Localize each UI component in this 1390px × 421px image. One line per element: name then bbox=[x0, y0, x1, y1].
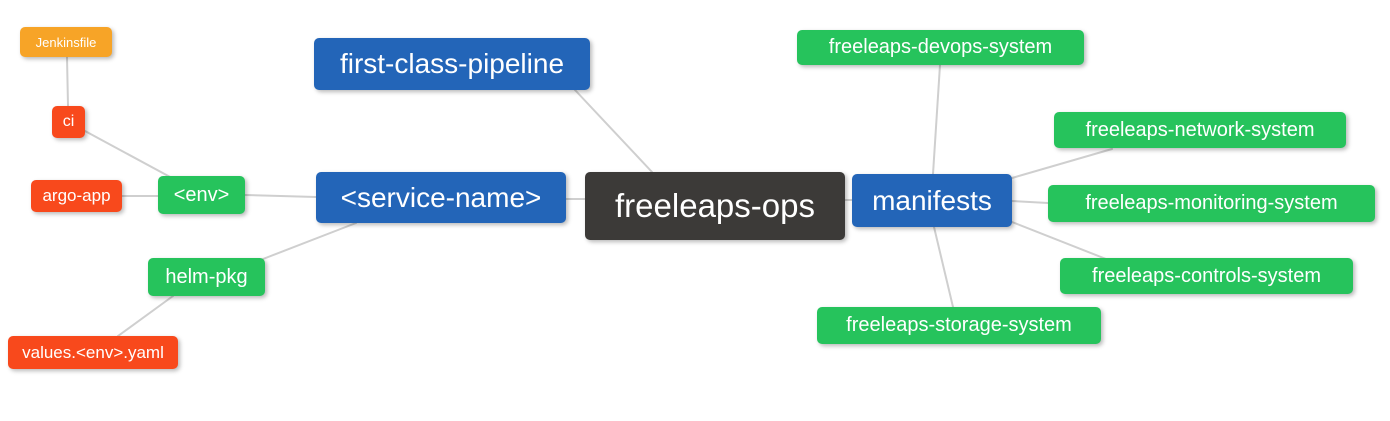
edge-service-name-helm-pkg bbox=[262, 222, 357, 260]
node-label: freeleaps-controls-system bbox=[1092, 264, 1321, 287]
node-freeleaps-network-system[interactable]: freeleaps-network-system bbox=[1054, 112, 1346, 148]
node-first-class-pipeline[interactable]: first-class-pipeline bbox=[314, 38, 590, 90]
node-label: <env> bbox=[173, 183, 230, 206]
node-helm-pkg[interactable]: helm-pkg bbox=[148, 258, 265, 296]
node-ci[interactable]: ci bbox=[52, 106, 85, 138]
edge-pipeline-freeleaps-ops bbox=[574, 89, 653, 173]
node-label: freeleaps-ops bbox=[615, 187, 815, 224]
node-freeleaps-storage-system[interactable]: freeleaps-storage-system bbox=[817, 307, 1101, 344]
node-manifests[interactable]: manifests bbox=[852, 174, 1012, 227]
node-freeleaps-controls-system[interactable]: freeleaps-controls-system bbox=[1060, 258, 1353, 294]
edge-helm-pkg-values bbox=[117, 295, 174, 337]
node-freeleaps-ops[interactable]: freeleaps-ops bbox=[585, 172, 845, 240]
edge-manifests-devops bbox=[932, 64, 941, 175]
node-jenkinsfile[interactable]: Jenkinsfile bbox=[20, 27, 112, 57]
node-env[interactable]: <env> bbox=[158, 176, 245, 214]
node-label: Jenkinsfile bbox=[35, 34, 97, 50]
edge-manifests-monitoring bbox=[1011, 200, 1049, 204]
node-service-name[interactable]: <service-name> bbox=[316, 172, 566, 223]
node-label: values.<env>.yaml bbox=[22, 342, 164, 362]
node-label: ci bbox=[62, 113, 75, 130]
node-label: <service-name> bbox=[340, 181, 542, 213]
node-freeleaps-devops-system[interactable]: freeleaps-devops-system bbox=[797, 30, 1084, 65]
node-label: manifests bbox=[872, 184, 992, 216]
edge-manifests-network bbox=[1011, 148, 1113, 179]
node-freeleaps-monitoring-system[interactable]: freeleaps-monitoring-system bbox=[1048, 185, 1375, 222]
node-label: freeleaps-storage-system bbox=[846, 314, 1072, 336]
node-argo-app[interactable]: argo-app bbox=[31, 180, 122, 212]
edge-manifests-controls bbox=[1011, 221, 1107, 260]
node-label: first-class-pipeline bbox=[339, 48, 565, 79]
node-values-env-yaml[interactable]: values.<env>.yaml bbox=[8, 336, 178, 369]
node-label: freeleaps-monitoring-system bbox=[1085, 192, 1338, 214]
node-label: freeleaps-devops-system bbox=[828, 36, 1053, 58]
node-label: argo-app bbox=[42, 186, 111, 205]
edge-manifests-storage bbox=[933, 226, 954, 308]
edge-ci-env bbox=[84, 130, 173, 179]
node-label: freeleaps-network-system bbox=[1085, 118, 1315, 141]
edge-env-service-name bbox=[244, 194, 317, 198]
edge-jenkinsfile-ci bbox=[66, 56, 69, 107]
node-label: helm-pkg bbox=[165, 265, 248, 288]
